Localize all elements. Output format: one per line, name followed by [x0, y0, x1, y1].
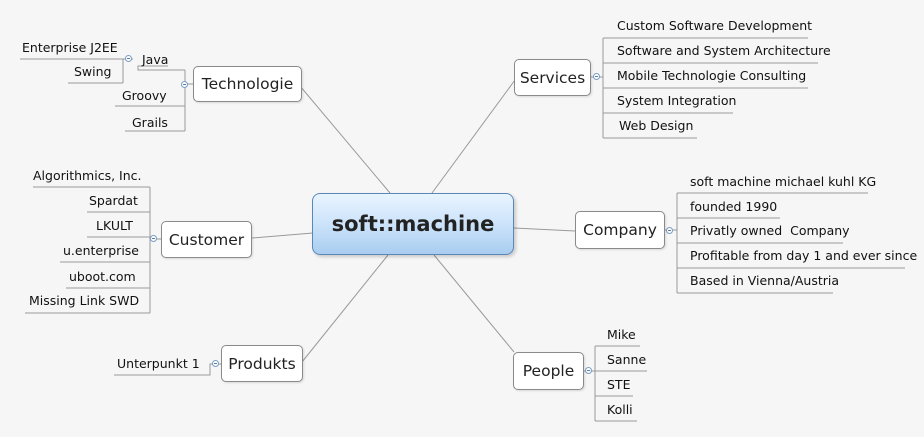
- subtopic-service[interactable]: System Integration: [617, 93, 737, 108]
- subtopic-company[interactable]: founded 1990: [690, 199, 778, 214]
- collapse-toggle-produkts[interactable]: [212, 360, 219, 367]
- subtopic-person[interactable]: Kolli: [607, 402, 633, 417]
- subtopic-enterprise-j2ee[interactable]: Enterprise J2EE: [22, 40, 118, 55]
- topic-services[interactable]: Services: [514, 59, 591, 96]
- topic-produkts-label: Produkts: [228, 354, 296, 373]
- subtopic-service[interactable]: Custom Software Development: [617, 18, 813, 33]
- connector-services: [431, 79, 516, 194]
- subtopic-groovy[interactable]: Groovy: [122, 88, 167, 103]
- topic-people[interactable]: People: [513, 352, 584, 390]
- subtopic-grails[interactable]: Grails: [132, 115, 168, 130]
- subtopic-customer[interactable]: Missing Link SWD: [29, 293, 140, 308]
- subtopic-person[interactable]: Mike: [607, 327, 636, 342]
- collapse-toggle-technologie[interactable]: [181, 81, 188, 88]
- collapse-toggle-java[interactable]: [125, 55, 132, 62]
- connector-company: [513, 227, 576, 232]
- collapse-toggle-company[interactable]: [666, 227, 673, 234]
- topic-company[interactable]: Company: [575, 211, 665, 249]
- subtopic-company[interactable]: Privatly owned Company: [690, 223, 850, 238]
- subtopic-service[interactable]: Mobile Technologie Consulting: [617, 68, 807, 83]
- subtopic-service[interactable]: Software and System Architecture: [617, 43, 831, 58]
- subtopic-produkts[interactable]: Unterpunkt 1: [117, 356, 200, 371]
- subtopic-customer[interactable]: Algorithmics, Inc.: [33, 168, 142, 183]
- subtopic-customer[interactable]: LKULT: [96, 218, 133, 233]
- collapse-toggle-customer[interactable]: [150, 235, 157, 242]
- topic-services-label: Services: [519, 68, 586, 87]
- subtopic-java[interactable]: Java: [142, 52, 169, 67]
- subtopic-person[interactable]: STE: [607, 377, 631, 392]
- connector-produkts: [301, 254, 389, 363]
- connector-people: [433, 254, 515, 353]
- subtopic-customer[interactable]: uboot.com: [69, 269, 136, 284]
- topic-technologie[interactable]: Technologie: [193, 66, 302, 102]
- connector-technologie: [299, 85, 391, 194]
- subtopic-customer[interactable]: Spardat: [89, 193, 138, 208]
- subtopic-company[interactable]: Based in Vienna/Austria: [690, 273, 840, 288]
- topic-produkts[interactable]: Produkts: [221, 345, 303, 382]
- topic-technologie-label: Technologie: [201, 75, 294, 93]
- subtopic-service[interactable]: Web Design: [619, 118, 694, 133]
- subtopic-person[interactable]: Sanne: [607, 352, 647, 367]
- connector-customer: [251, 232, 314, 239]
- subtopic-company[interactable]: Profitable from day 1 and ever since: [690, 248, 918, 263]
- topic-people-label: People: [522, 362, 575, 380]
- topic-customer[interactable]: Customer: [161, 221, 252, 258]
- central-topic-label: soft::machine: [331, 212, 495, 236]
- collapse-toggle-services[interactable]: [593, 73, 600, 80]
- topic-customer-label: Customer: [168, 230, 245, 249]
- subtopic-company[interactable]: soft machine michael kuhl KG: [690, 174, 877, 189]
- subtopic-customer[interactable]: u.enterprise: [63, 243, 139, 258]
- topic-company-label: Company: [583, 221, 657, 239]
- subtopic-swing[interactable]: Swing: [74, 64, 112, 79]
- central-topic[interactable]: soft::machine: [312, 193, 514, 255]
- collapse-toggle-people[interactable]: [585, 367, 592, 374]
